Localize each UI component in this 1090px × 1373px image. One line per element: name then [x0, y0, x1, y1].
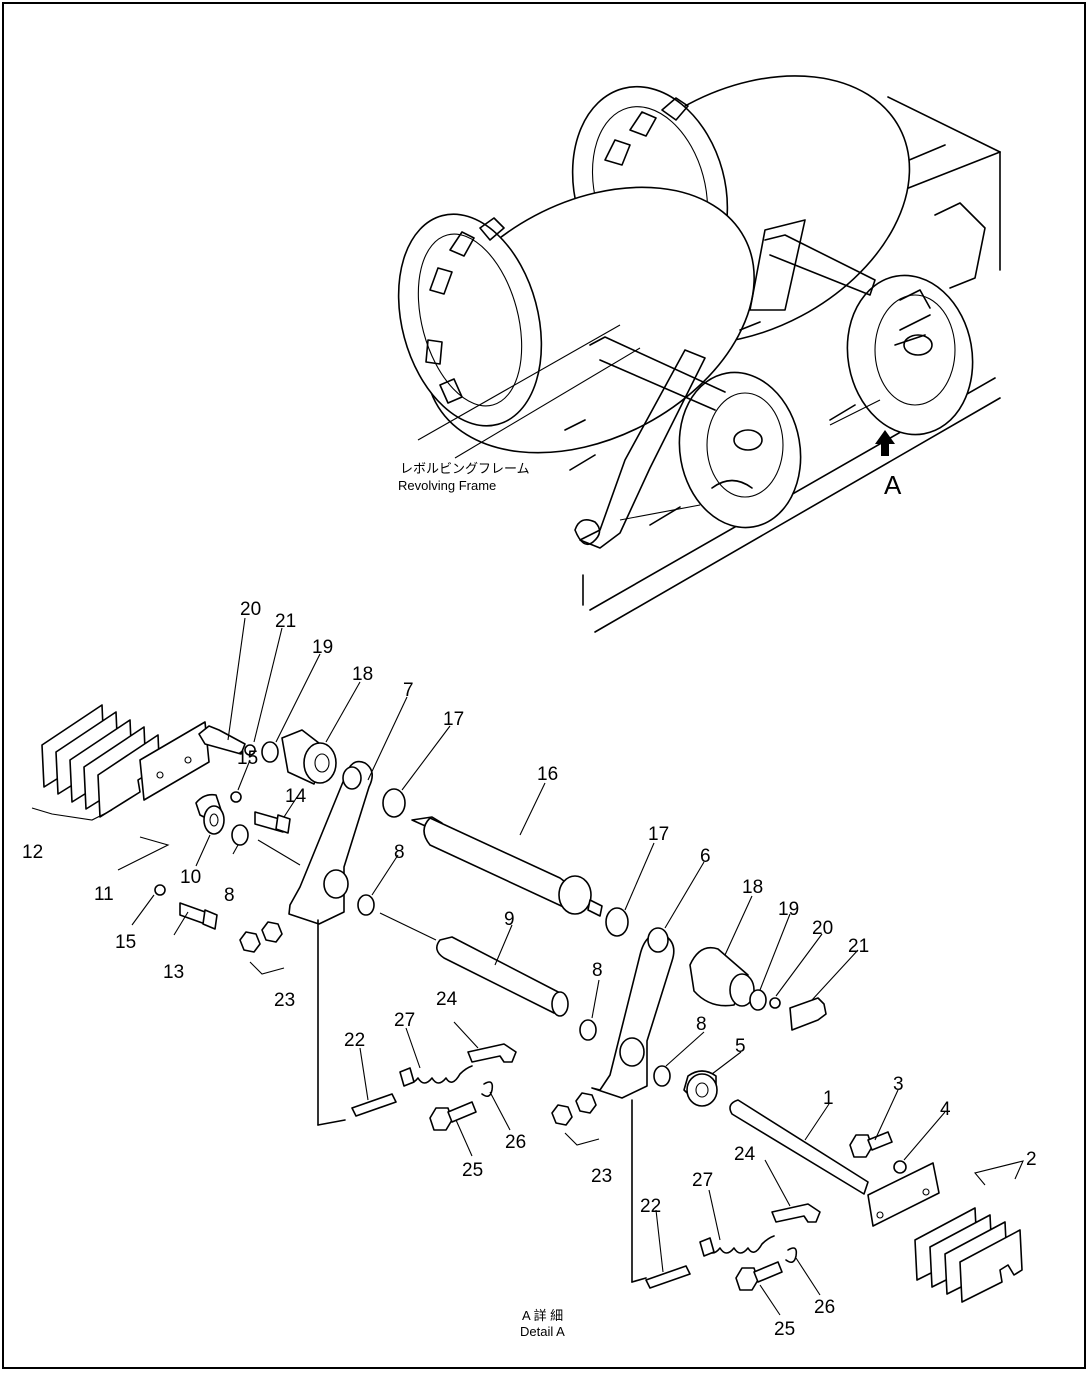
callout-15: 15 [237, 748, 258, 769]
leader-lines [131, 617, 946, 1316]
callout-11: 11 [94, 884, 114, 905]
part-11-plate [139, 721, 210, 801]
callout-numbers: 20 21 19 18 7 17 16 15 14 12 11 10 8 8 1… [22, 599, 1037, 1340]
callout-14: 14 [285, 786, 307, 807]
part-1-rod [729, 1099, 940, 1227]
callout-23: 23 [591, 1166, 612, 1187]
part-22-pin [351, 1093, 397, 1117]
part-15-ring [230, 791, 242, 803]
part-18-cap [281, 729, 337, 785]
callout-21: 21 [275, 611, 296, 632]
callout-25: 25 [462, 1160, 483, 1181]
part-6-lever [591, 927, 675, 1099]
part-4-washer [893, 1160, 907, 1174]
callout-7: 7 [403, 680, 414, 701]
callout-24: 24 [436, 989, 458, 1010]
part-23-nuts [239, 921, 600, 1146]
part-13-bolt [179, 902, 218, 930]
part-12-shims [31, 704, 161, 821]
part-9-tube [379, 912, 569, 1017]
part-14-bolt [254, 811, 291, 834]
part-20-bolt [198, 725, 246, 755]
callout-19: 19 [312, 637, 333, 658]
part-25-bolt [429, 1101, 783, 1291]
part-7-lever [288, 760, 373, 1126]
callout-24: 24 [734, 1144, 756, 1165]
callout-25: 25 [774, 1319, 795, 1340]
exploded-parts [31, 704, 1024, 1303]
frame-caption-en: Revolving Frame [398, 478, 496, 493]
callout-26: 26 [814, 1297, 835, 1318]
part-10-spacer [195, 793, 225, 835]
callout-8: 8 [394, 842, 405, 863]
callout-18: 18 [352, 664, 373, 685]
callout-10: 10 [180, 867, 201, 888]
callout-8: 8 [696, 1014, 707, 1035]
callout-20: 20 [812, 918, 833, 939]
part-17-bearing [382, 788, 406, 818]
callout-22: 22 [344, 1030, 365, 1051]
callout-27: 27 [692, 1170, 713, 1191]
callout-17: 17 [443, 709, 464, 730]
frame-caption-jp: レボルビングフレーム [400, 461, 530, 476]
callout-21: 21 [848, 936, 869, 957]
callout-8: 8 [592, 960, 603, 981]
part-18-cap-right [689, 946, 755, 1007]
callout-9: 9 [504, 909, 515, 930]
callout-5: 5 [735, 1036, 746, 1057]
callout-19: 19 [778, 899, 799, 920]
part-24-bracket [467, 1043, 517, 1063]
callout-6: 6 [700, 846, 711, 867]
callout-15: 15 [115, 932, 136, 953]
part-3-bolt [849, 1131, 893, 1158]
detail-caption-jp: A 詳 細 [522, 1308, 563, 1323]
callout-26: 26 [505, 1132, 526, 1153]
callout-2: 2 [1026, 1149, 1037, 1170]
callout-1: 1 [823, 1088, 834, 1109]
callout-16: 16 [537, 764, 558, 785]
callout-17: 17 [648, 824, 669, 845]
callout-20: 20 [240, 599, 261, 620]
part-26-ring [481, 1081, 494, 1098]
part-19-ring [261, 741, 279, 763]
view-letter: A [884, 470, 902, 500]
part-8-bushing [231, 824, 249, 846]
callout-27: 27 [394, 1010, 415, 1031]
callout-3: 3 [893, 1074, 904, 1095]
part-5-spacer [683, 1070, 718, 1107]
part-2-shims [914, 1160, 1024, 1303]
callout-13: 13 [163, 962, 184, 983]
callout-22: 22 [640, 1196, 661, 1217]
detail-caption-en: Detail A [520, 1324, 565, 1339]
part-16-shaft [411, 816, 603, 917]
brake-disc-right [846, 274, 974, 436]
part-27-spring [403, 1065, 473, 1084]
revolving-frame-assembly [397, 75, 1001, 633]
callout-12: 12 [22, 842, 43, 863]
front-drum [397, 186, 755, 454]
callout-8: 8 [224, 885, 235, 906]
callout-4: 4 [940, 1099, 951, 1120]
callout-18: 18 [742, 877, 763, 898]
brake-disc-left [678, 371, 802, 529]
view-arrow-icon [875, 430, 895, 456]
part-21-washer [244, 744, 256, 756]
callout-23: 23 [274, 990, 295, 1011]
